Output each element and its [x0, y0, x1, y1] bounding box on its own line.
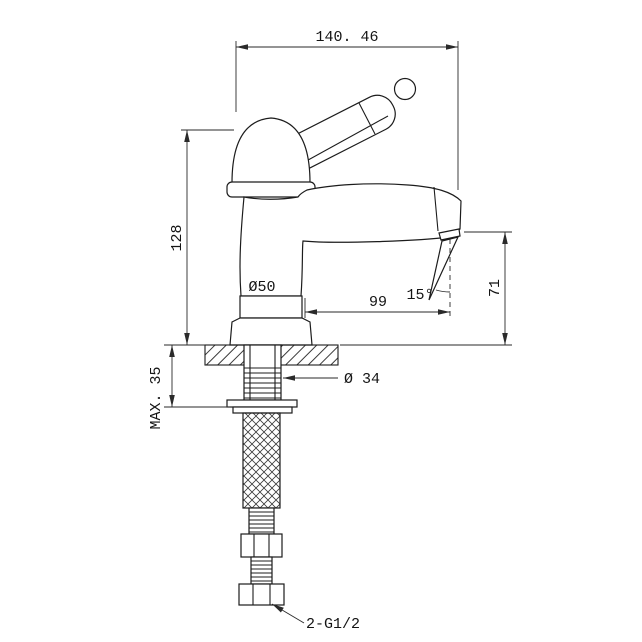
- dim-inlet-thread: 2-G1/2: [271, 603, 360, 633]
- faucet-base: [229, 295, 313, 346]
- angle-arc: [435, 289, 451, 293]
- upper-thread-ticks: [249, 511, 274, 533]
- washer-rubber: [232, 406, 293, 414]
- dim-max-mount-thickness: MAX. 35: [148, 345, 230, 430]
- dim-outlet-height-label: 71: [487, 279, 504, 297]
- dim-spout-angle-label: 15°: [406, 287, 433, 304]
- dim-body-height: 128: [164, 129, 234, 346]
- aerator: [438, 228, 461, 241]
- arrowhead: [446, 44, 458, 50]
- spout-endcap-line: [433, 186, 439, 232]
- base-cylinder: [239, 295, 303, 319]
- arrowhead: [502, 232, 508, 244]
- washer-metal: [226, 399, 298, 408]
- dim-spout-angle: 15°: [406, 287, 433, 304]
- dim-overall-width-label: 140. 46: [315, 29, 378, 46]
- inlet-fitting: [238, 583, 285, 606]
- arrowhead: [184, 333, 190, 345]
- arrowhead: [236, 44, 248, 50]
- braided-hose: [242, 412, 281, 509]
- dim-spout-reach: 99: [304, 294, 450, 318]
- dim-max-mount-thickness-label: MAX. 35: [148, 366, 165, 429]
- arrowhead: [438, 309, 450, 315]
- dim-spout-reach-label: 99: [369, 294, 387, 311]
- dim-base-diameter: Ø50: [248, 279, 275, 296]
- dim-shank-diameter: Ø 34: [283, 371, 380, 388]
- dim-inlet-thread-label: 2-G1/2: [306, 616, 360, 633]
- dim-shank-diameter-label: Ø 34: [344, 371, 380, 388]
- deck-hatch-left: [205, 345, 244, 365]
- arrowhead: [272, 604, 284, 613]
- handle-cap-line: [358, 102, 376, 135]
- arrowhead: [502, 333, 508, 345]
- hex-nut: [240, 533, 283, 558]
- arrowhead: [169, 395, 175, 407]
- deck-hatch-right: [281, 345, 338, 365]
- arrowhead: [283, 375, 295, 381]
- dim-body-height-label: 128: [169, 224, 186, 251]
- handle-dome: [231, 117, 311, 184]
- faucet: [226, 77, 462, 346]
- dim-outlet-height: 71: [340, 231, 512, 346]
- dim-base-diameter-label: Ø50: [248, 279, 275, 296]
- dim-overall-width: 140. 46: [235, 29, 459, 190]
- handle-finial: [393, 77, 417, 101]
- arrowhead: [169, 345, 175, 357]
- lower-thread-ticks: [251, 560, 272, 582]
- base-flange: [229, 317, 313, 346]
- arrowhead: [305, 309, 317, 315]
- water-stream: [428, 236, 460, 316]
- arrowhead: [184, 130, 190, 142]
- shank-and-supply: [226, 344, 298, 606]
- shank-thread-ticks: [244, 367, 281, 399]
